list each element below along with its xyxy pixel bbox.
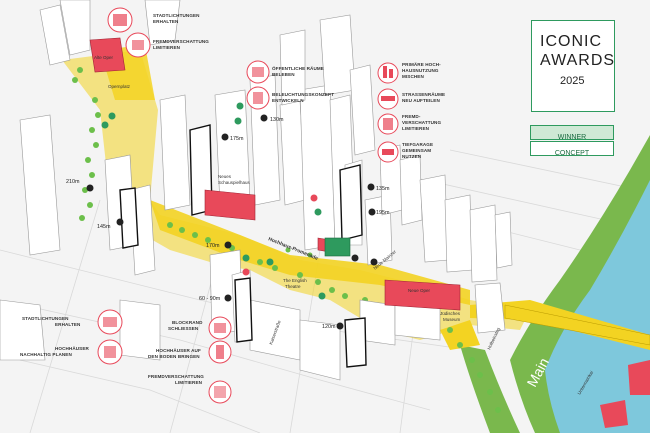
legend-4-l1: TIEFGARAGE <box>402 142 433 147</box>
callout-ct-2-l2: ENTWICKELN <box>272 98 304 103</box>
callout-lt-1-l1: STADTLICHTUNGEN <box>153 13 200 18</box>
award-year: 2025 <box>560 75 585 87</box>
label-english-2: Theatre <box>285 284 301 289</box>
callout-lt-2-l2: LIMITIEREN <box>153 45 181 50</box>
legend-3-l2: VERSCHATTUNG <box>402 120 441 125</box>
legend-2-l1: STRASSENRÄUME <box>402 91 445 97</box>
legend-4-l3: NUTZEN <box>402 154 422 159</box>
callouts-left-top: STADTLICHTUNGEN ERHALTEN FREMDVERSCHATTU… <box>107 7 209 58</box>
award-line1: ICONIC <box>540 33 602 50</box>
callout-ct-2-l1: BELEUCHTUNGSKONZEPT <box>272 92 334 97</box>
river-main <box>545 150 650 433</box>
callout-bc-1-l1: BLOCKRAND <box>172 320 203 325</box>
legend-1-l1: PRIMÄRE HOCH- <box>402 61 441 67</box>
callouts-bottom-center: BLOCKRAND SCHLIESSEN HOCHHÄUSER AUF DEN … <box>148 316 232 404</box>
green-building <box>324 237 351 257</box>
label-schauspielhaus-2: Schauspielhaus <box>218 180 251 185</box>
riverside-landmark-2 <box>600 400 628 428</box>
callout-bc-1-l2: SCHLIESSEN <box>168 326 199 331</box>
callout-ct-1-l1: ÖFFENTLICHE RÄUME <box>272 65 324 71</box>
callout-bc-2-l1: HOCHHÄUSER AUF <box>156 347 201 353</box>
callouts-center-top: ÖFFENTLICHE RÄUME BELEBEN BELEUCHTUNGSKO… <box>246 60 334 110</box>
award-winner-badge: WINNER <box>530 125 614 141</box>
key-towers <box>119 124 367 368</box>
height-175: 175m <box>230 136 244 142</box>
award-concept-badge: CONCEPT <box>530 141 614 157</box>
height-135: 135m <box>376 186 390 192</box>
award-badge: ICONIC AWARDS 2025 <box>531 20 615 112</box>
legend-3-l3: LIMITIEREN <box>402 126 430 131</box>
label-schauspielhaus-1: Neues <box>218 174 232 179</box>
callout-bc-2-l2: DEN BODEN BRINGEN <box>148 354 200 359</box>
label-alte-oper: Alte Oper <box>94 55 114 60</box>
legend-2-l2: NEU AUFTEILEN <box>402 98 440 103</box>
award-concept-text: CONCEPT <box>554 150 590 157</box>
legend-1-l3: MISCHEN <box>402 74 424 79</box>
height-210: 210m <box>66 179 80 185</box>
callout-bc-3-l2: LIMITIEREN <box>175 380 203 385</box>
callout-ct-1-l2: BELEBEN <box>272 72 295 77</box>
callout-bl-2-l2: NACHHALTIG PLANEN <box>20 352 72 357</box>
label-neue-oper: Neue Oper <box>408 288 431 293</box>
award-line2: AWARDS <box>540 52 616 69</box>
label-juedisches-2: Museum <box>443 317 461 322</box>
callout-bl-1-l1: STADTLICHTUNGEN <box>22 316 69 321</box>
height-145: 145m <box>97 224 111 230</box>
callouts-bottom-left: STADTLICHTUNGEN ERHALTEN HOCHHÄUSER NACH… <box>20 309 123 365</box>
award-winner-text: WINNER <box>557 134 587 141</box>
label-english-1: The English <box>283 278 307 283</box>
map-badges <box>86 102 378 330</box>
bridge <box>504 304 650 346</box>
legend-top: PRIMÄRE HOCH- HAUSNUTZUNG MISCHEN STRASS… <box>377 61 445 163</box>
legend-3-l1: FREMD- <box>402 114 421 119</box>
callout-lt-1-l2: ERHALTEN <box>153 19 179 24</box>
height-60-90: 60 - 90m <box>199 296 221 302</box>
height-120: 120m <box>322 324 336 330</box>
label-opernplatz: Opernplatz <box>108 84 131 89</box>
height-170: 170m <box>206 243 220 249</box>
label-juedisches-1: Jüdisches <box>440 311 461 316</box>
callout-bl-1-l2: ERHALTEN <box>55 322 81 327</box>
height-195: 195m <box>376 210 390 216</box>
building-skyline-icon <box>377 62 399 84</box>
height-130: 130m <box>270 117 284 123</box>
riverside-landmark <box>628 360 650 395</box>
legend-1-l2: HAUSNUTZUNG <box>402 68 439 73</box>
callout-bc-3-l1: FREMDVERSCHATTUNG <box>148 374 204 379</box>
callout-lt-2-l1: FREMDVERSCHATTUNG <box>153 39 209 44</box>
landmark-buildings <box>89 37 461 311</box>
callout-bl-2-l1: HOCHHÄUSER <box>55 345 90 351</box>
legend-4-l2: GEMEINSAM <box>402 148 431 153</box>
